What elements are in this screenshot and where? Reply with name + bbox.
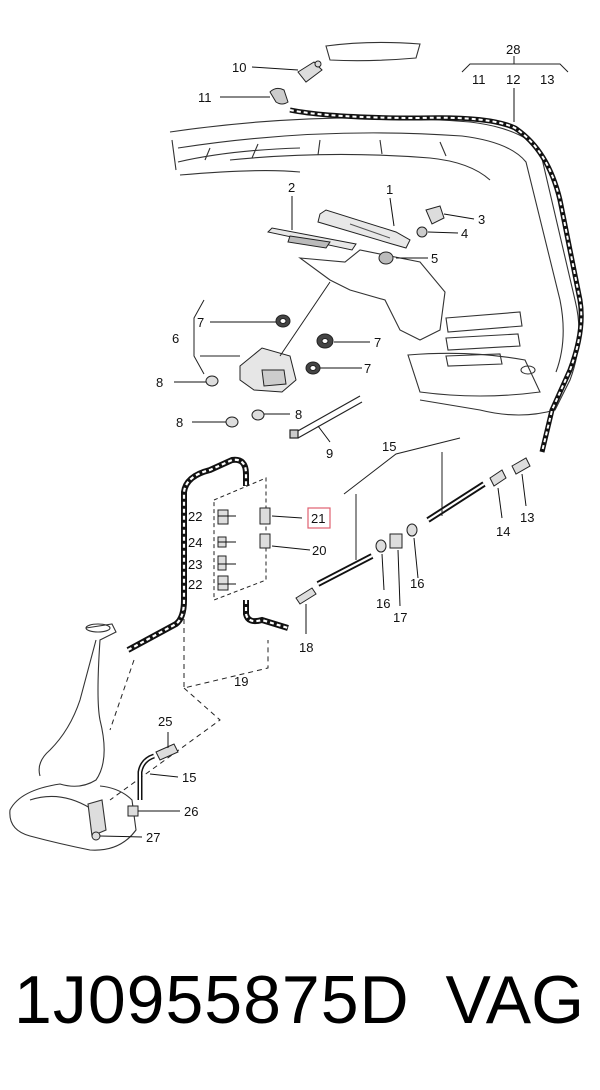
callout-1: 1 [386,182,393,197]
callout-3: 3 [478,212,485,227]
part-9-cable-tie [289,395,363,439]
callout-labels: 10 11 28 11 12 13 2 1 3 4 5 7 6 7 7 8 8 … [146,42,554,845]
group-6-lines [193,299,240,375]
hose-15 [316,481,486,587]
part-3-cap [425,205,445,225]
callout-8-a: 8 [156,375,163,390]
callout-9: 9 [326,446,333,461]
part-number: 1J0955875D [14,962,410,1038]
wiper-motor [239,281,331,393]
part-11-elbow [269,87,289,105]
callout-22-a: 22 [188,509,202,524]
part-10-nozzle [297,60,323,83]
connector-group-box [213,477,267,601]
grommets-7 [275,314,334,375]
callout-19: 19 [234,674,248,689]
callout-11-right: 11 [472,72,486,87]
callout-28: 28 [506,42,520,57]
callout-22-b: 22 [188,577,202,592]
callout-7-c: 7 [364,361,371,376]
connector-18 [295,587,317,605]
part-4-nut [416,226,428,238]
callout-10: 10 [232,60,246,75]
callout-17: 17 [393,610,407,625]
callout-7-b: 7 [374,335,381,350]
fittings-16-17 [375,523,418,553]
leader-lines [99,66,527,838]
callout-15-top: 15 [382,439,396,454]
callout-23: 23 [188,557,202,572]
bracket-28 [461,56,569,73]
callout-21: 21 [311,511,325,526]
callout-16-b: 16 [376,596,390,611]
hose-19 [126,456,289,653]
connectors-22-24-23 [217,507,271,591]
callout-5: 5 [431,251,438,266]
callout-26: 26 [184,804,198,819]
washers-8 [205,375,265,428]
highlight-box-21 [307,507,331,529]
callout-2: 2 [288,180,295,195]
callout-24: 24 [188,535,202,550]
part-5-grommet [378,251,394,265]
callout-11: 11 [198,90,212,105]
callout-4: 4 [461,226,468,241]
hose-12 [289,107,584,453]
callout-20: 20 [312,543,326,558]
callout-8-b: 8 [176,415,183,430]
callout-27: 27 [146,830,160,845]
connectors-14-13 [489,457,531,487]
callout-18: 18 [299,640,313,655]
wiper-arm-1 [317,209,411,249]
callout-15-bottom: 15 [182,770,196,785]
callout-13-top: 13 [540,72,554,87]
brake-light [325,41,421,62]
tailgate-body [169,117,580,416]
washer-reservoir [9,623,137,851]
callout-12: 12 [506,72,520,87]
brand-name: VAG [445,962,584,1038]
callout-16-a: 16 [410,576,424,591]
callout-14: 14 [496,524,510,539]
callout-7-a: 7 [197,315,204,330]
group-15-lines [343,437,461,560]
footer: 1J0955875D VAG [0,945,600,1075]
lower-hose-15 [137,753,155,800]
callout-25: 25 [158,714,172,729]
exploded-parts-diagram: 10 11 28 11 12 13 2 1 3 4 5 7 6 7 7 8 8 … [9,41,584,851]
wiper-blade-2 [266,227,357,251]
group-19-lines [109,610,269,801]
callout-8-c: 8 [295,407,302,422]
callout-6: 6 [172,331,179,346]
callout-13: 13 [520,510,534,525]
